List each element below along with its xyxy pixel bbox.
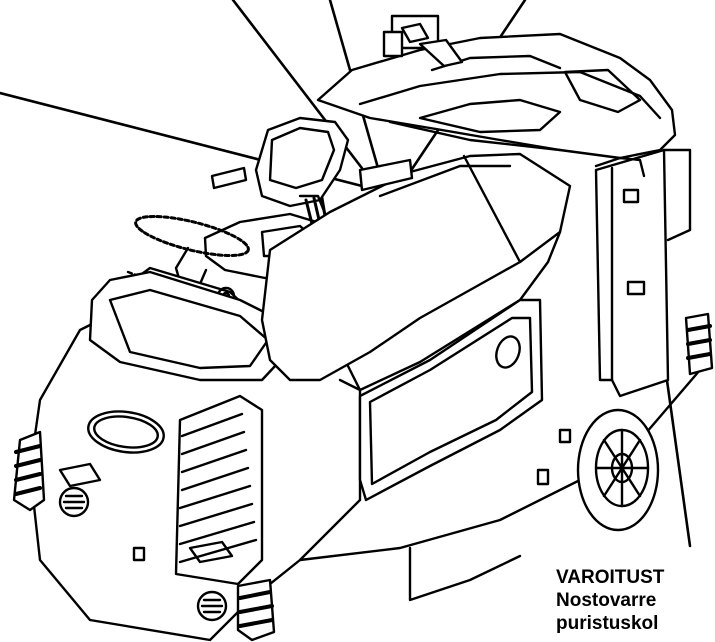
warning-callout-line-1: VAROITUST <box>556 567 665 588</box>
warning-callout-line-3: puristuskol <box>556 613 659 634</box>
door-handle <box>495 335 521 369</box>
warning-callout-line-2: Nostovarre <box>556 590 657 611</box>
rear-tower <box>594 148 670 398</box>
front-light-left <box>58 486 90 518</box>
front-grille <box>174 394 264 586</box>
steering-wheel <box>134 214 250 258</box>
lower-skirt <box>298 368 702 562</box>
front-light-right <box>196 590 228 622</box>
logo-oval <box>87 410 165 454</box>
warning-callout: VAROITUST Nostovarre puristuskol <box>556 566 715 635</box>
rear-hopper <box>316 32 677 160</box>
rear-wheel <box>576 408 660 532</box>
